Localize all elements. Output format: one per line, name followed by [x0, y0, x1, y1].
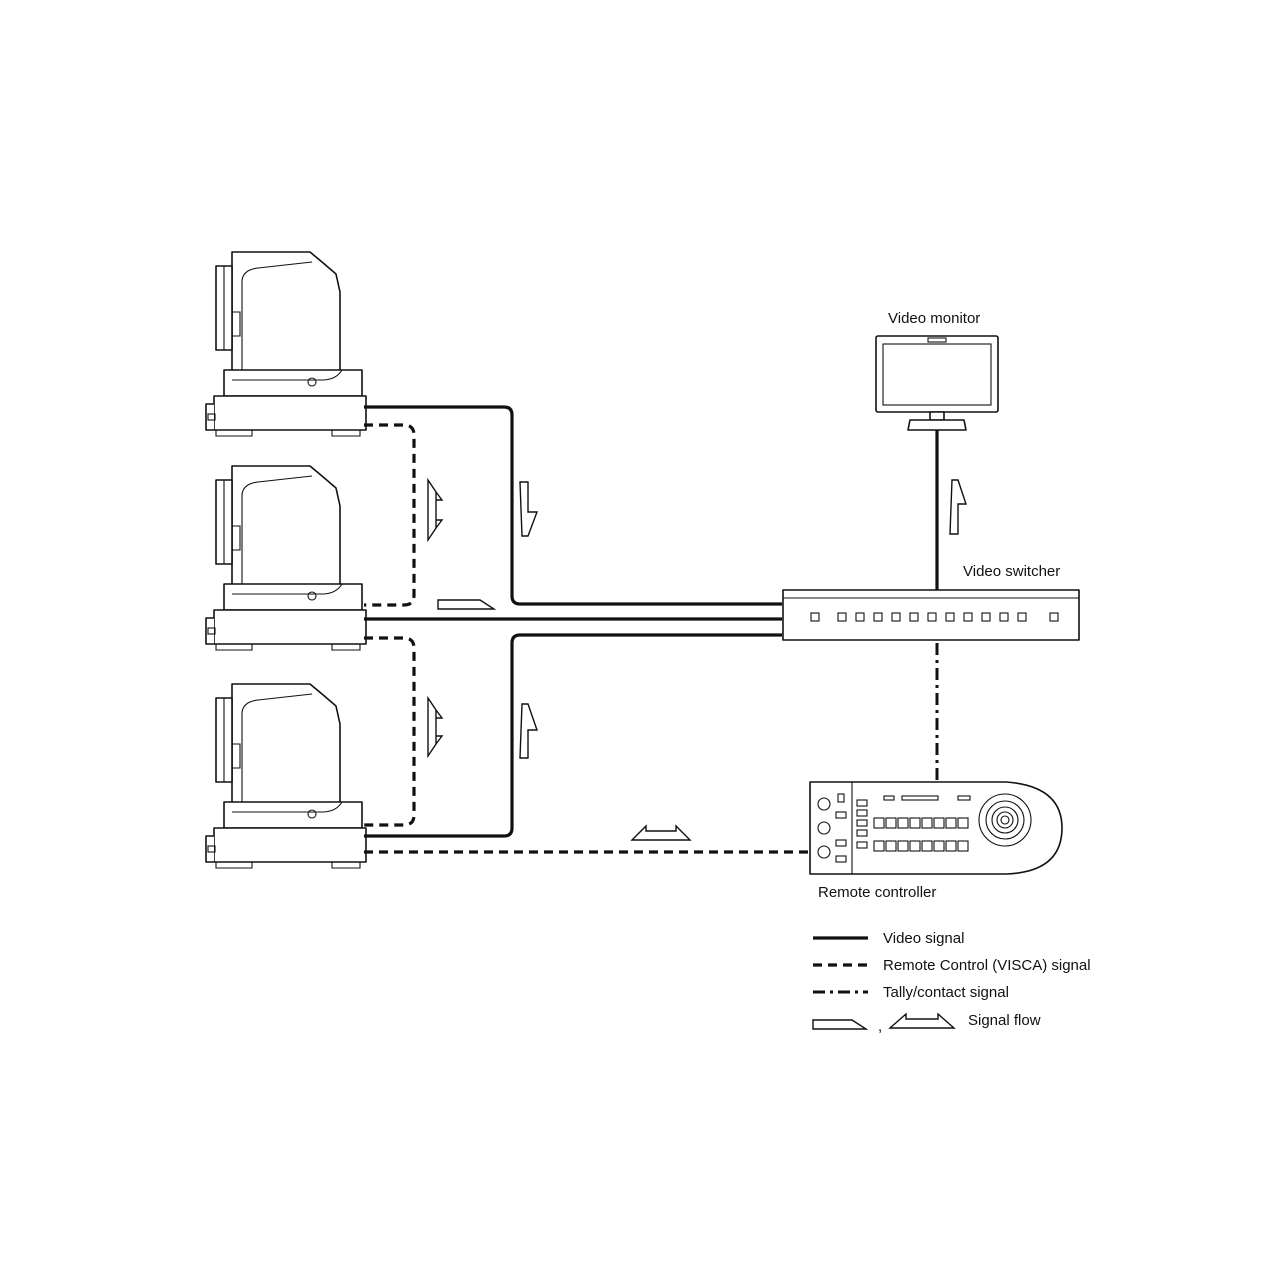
camera-2: [205, 465, 367, 651]
video-switcher: [782, 589, 1080, 641]
visca-signal-lines: [364, 423, 810, 854]
camera-1: [205, 251, 367, 437]
legend-video-label: Video signal: [883, 930, 964, 947]
camera-3: [205, 683, 367, 869]
flow-arrows: [427, 477, 967, 841]
legend-flow-label: Signal flow: [968, 1012, 1041, 1029]
legend-flow-arrow-both: [888, 1012, 956, 1029]
remote-controller: [809, 781, 1063, 875]
remote-controller-label: Remote controller: [818, 884, 936, 901]
video-monitor-label: Video monitor: [888, 310, 980, 327]
legend-separator: ,: [878, 1018, 882, 1035]
legend-flow-arrow-right: [812, 1019, 869, 1030]
video-signal-lines: [364, 405, 939, 838]
video-switcher-label: Video switcher: [963, 563, 1060, 580]
legend: Video signal Remote Control (VISCA) sign…: [812, 930, 1091, 1035]
legend-tally-label: Tally/contact signal: [883, 984, 1009, 1001]
video-monitor: [875, 335, 999, 431]
legend-visca-label: Remote Control (VISCA) signal: [883, 957, 1091, 974]
